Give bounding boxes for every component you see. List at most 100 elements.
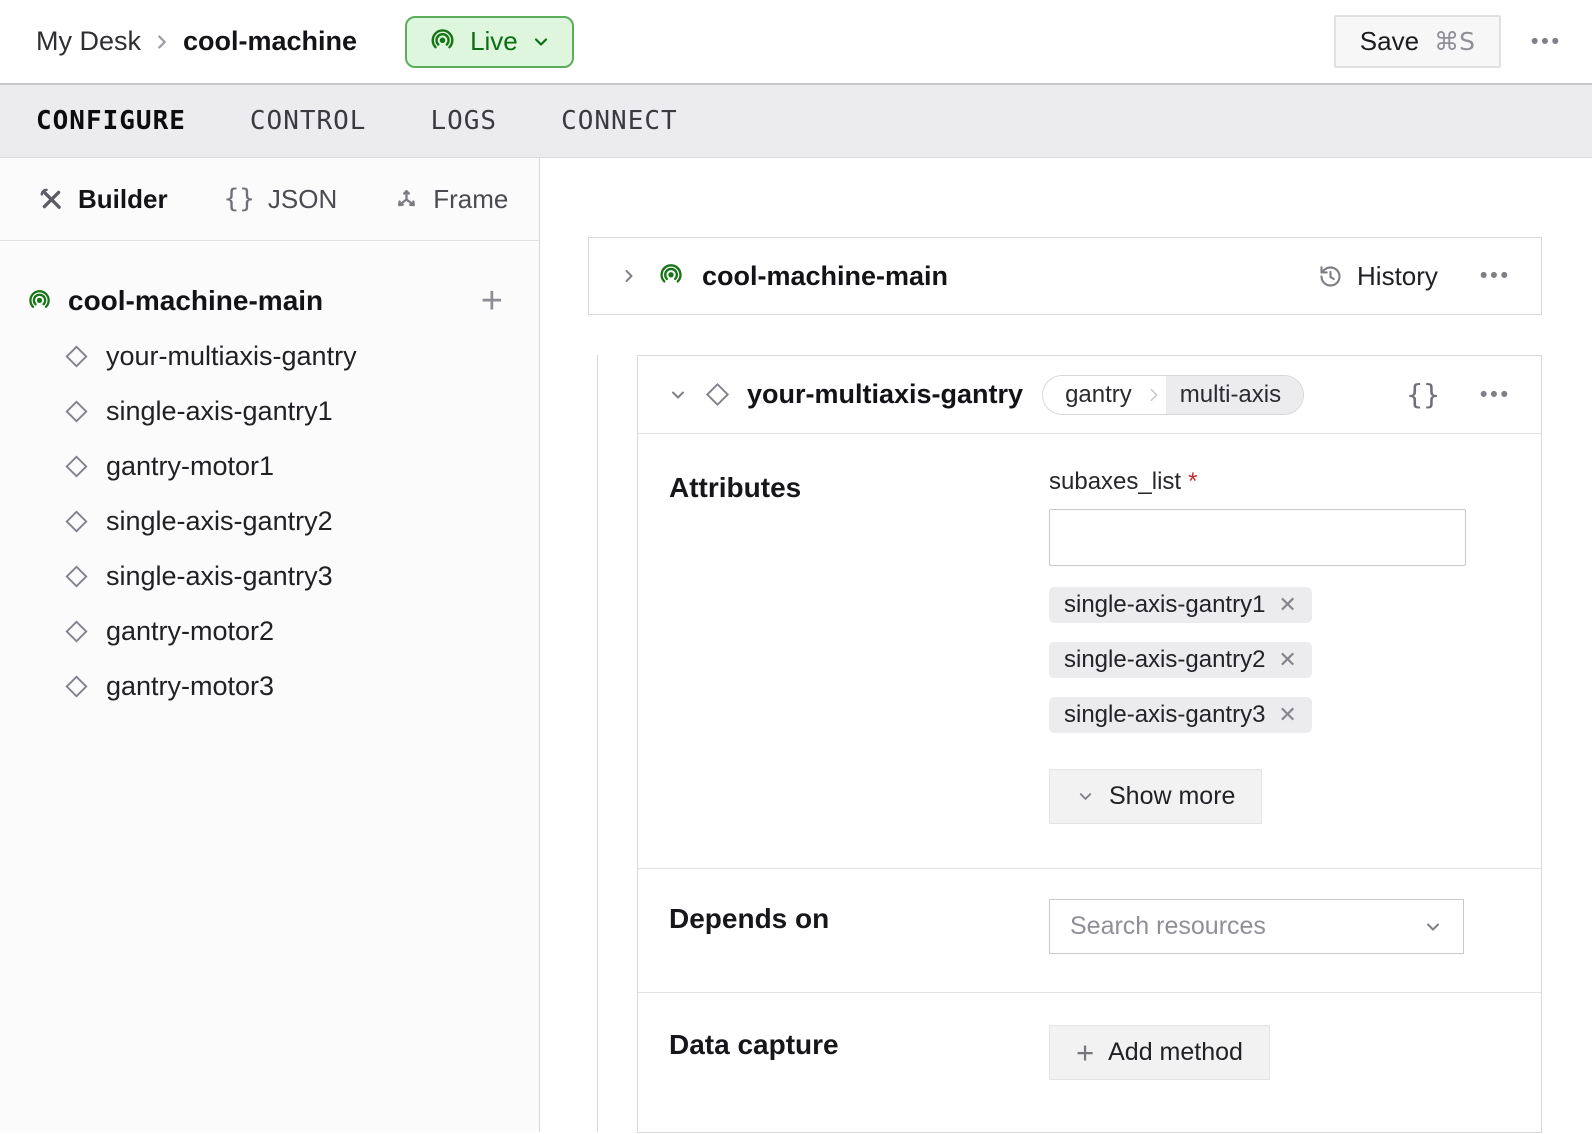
chevron-down-icon <box>1423 917 1443 937</box>
tree-root-part[interactable]: cool-machine-main + <box>0 273 539 329</box>
chip-label: single-axis-gantry3 <box>1064 701 1266 728</box>
live-status-badge[interactable]: Live <box>405 15 574 68</box>
mode-json-label: JSON <box>267 183 338 214</box>
diamond-icon <box>64 619 89 644</box>
mode-json[interactable]: {} JSON <box>224 184 338 215</box>
remove-chip-icon[interactable]: ✕ <box>1278 702 1297 727</box>
part-title: cool-machine-main <box>702 260 949 291</box>
depends-on-select[interactable]: Search resources <box>1049 899 1464 954</box>
frame-axes-icon <box>393 186 420 213</box>
tree-item-label: gantry-motor3 <box>106 671 275 701</box>
broadcast-icon <box>657 262 685 290</box>
history-label: History <box>1357 260 1438 291</box>
breadcrumb-chevron-icon <box>151 31 173 53</box>
code-braces-button[interactable]: {} <box>1406 378 1440 411</box>
save-shortcut: ⌘S <box>1434 27 1475 56</box>
add-method-button[interactable]: + Add method <box>1049 1025 1270 1080</box>
component-title: your-multiaxis-gantry <box>747 379 1024 409</box>
mode-builder-label: Builder <box>78 183 168 214</box>
chip-label: single-axis-gantry2 <box>1064 646 1266 673</box>
subaxes-chip-list: single-axis-gantry1 ✕ single-axis-gantry… <box>1049 587 1466 733</box>
tab-configure[interactable]: CONFIGURE <box>36 106 186 136</box>
chevron-down-icon[interactable] <box>668 385 688 405</box>
diamond-icon <box>64 344 89 369</box>
config-sidebar: Builder {} JSON Frame <box>0 158 540 1132</box>
main-tab-bar: CONFIGURE CONTROL LOGS CONNECT <box>0 83 1592 158</box>
chevron-down-icon <box>1076 787 1095 806</box>
tree-item-gantry-motor2[interactable]: gantry-motor2 <box>0 604 539 659</box>
attributes-section-label: Attributes <box>669 472 802 503</box>
tree-root-label: cool-machine-main <box>68 285 324 316</box>
diamond-icon <box>64 454 89 479</box>
chevron-down-icon <box>531 32 551 52</box>
tree-item-gantry-motor3[interactable]: gantry-motor3 <box>0 659 539 714</box>
mode-frame-label: Frame <box>433 183 509 214</box>
diamond-icon <box>64 399 89 424</box>
chip-label: single-axis-gantry1 <box>1064 591 1266 618</box>
tab-logs[interactable]: LOGS <box>430 106 498 136</box>
show-more-button[interactable]: Show more <box>1049 769 1263 824</box>
diamond-icon <box>64 564 89 589</box>
chip-single-axis-gantry2: single-axis-gantry2 ✕ <box>1049 642 1312 678</box>
component-more-menu-button[interactable]: ••• <box>1479 382 1511 406</box>
tab-connect[interactable]: CONNECT <box>561 106 678 136</box>
add-resource-button[interactable]: + <box>480 280 503 322</box>
depends-on-section: Depends on Search resources <box>638 868 1541 992</box>
broadcast-icon <box>428 27 457 56</box>
tree-item-single-axis-gantry1[interactable]: single-axis-gantry1 <box>0 384 539 439</box>
subaxes-field-label: subaxes_list* <box>1049 468 1466 496</box>
curly-braces-icon: {} <box>223 184 255 214</box>
diamond-icon <box>704 381 731 408</box>
history-button[interactable]: History <box>1317 261 1438 292</box>
tab-control[interactable]: CONTROL <box>249 106 367 136</box>
subaxes-input[interactable] <box>1049 509 1466 566</box>
part-group-rail <box>597 355 598 1132</box>
top-bar: My Desk cool-machine Live Save ⌘S ••• <box>0 0 1592 83</box>
remove-chip-icon[interactable]: ✕ <box>1278 647 1297 672</box>
tree-item-label: your-multiaxis-gantry <box>106 341 357 371</box>
part-more-menu-button[interactable]: ••• <box>1479 264 1511 287</box>
breadcrumb-machine-name: cool-machine <box>183 26 358 56</box>
mode-frame[interactable]: Frame <box>393 184 508 215</box>
save-button[interactable]: Save ⌘S <box>1333 15 1501 68</box>
view-mode-switcher: Builder {} JSON Frame <box>0 158 539 241</box>
component-card-header: your-multiaxis-gantry gantry multi-axis … <box>638 356 1541 434</box>
tools-icon <box>38 186 65 213</box>
component-card: your-multiaxis-gantry gantry multi-axis … <box>637 355 1542 1133</box>
tree-item-gantry-motor1[interactable]: gantry-motor1 <box>0 439 539 494</box>
breadcrumb-root-link[interactable]: My Desk <box>36 26 142 56</box>
tree-item-your-multiaxis-gantry[interactable]: your-multiaxis-gantry <box>0 329 539 384</box>
header-more-menu-button[interactable]: ••• <box>1530 29 1562 53</box>
remove-chip-icon[interactable]: ✕ <box>1278 592 1297 617</box>
add-method-label: Add method <box>1108 1038 1243 1066</box>
tag-model: multi-axis <box>1165 375 1304 414</box>
part-header-card: cool-machine-main History ••• <box>588 237 1542 315</box>
tree-item-single-axis-gantry2[interactable]: single-axis-gantry2 <box>0 494 539 549</box>
chevron-right-icon[interactable] <box>619 266 639 286</box>
chip-single-axis-gantry1: single-axis-gantry1 ✕ <box>1049 587 1312 623</box>
data-capture-section: Data capture + Add method <box>638 992 1541 1132</box>
tree-item-single-axis-gantry3[interactable]: single-axis-gantry3 <box>0 549 539 604</box>
component-type-tag: gantry multi-axis <box>1042 374 1305 415</box>
history-icon <box>1317 263 1344 290</box>
plus-icon: + <box>1076 1035 1095 1070</box>
tree-item-label: single-axis-gantry3 <box>106 561 333 591</box>
depends-on-placeholder: Search resources <box>1070 912 1266 940</box>
required-marker: * <box>1188 468 1198 495</box>
mode-builder[interactable]: Builder <box>38 184 168 215</box>
broadcast-icon <box>26 288 53 315</box>
tree-item-label: gantry-motor1 <box>106 451 275 481</box>
depends-on-label: Depends on <box>669 903 830 934</box>
chevron-right-icon <box>1141 375 1166 414</box>
tree-item-label: single-axis-gantry1 <box>106 396 333 426</box>
chip-single-axis-gantry3: single-axis-gantry3 ✕ <box>1049 697 1312 733</box>
save-label: Save <box>1359 26 1420 56</box>
tree-item-label: gantry-motor2 <box>106 616 275 646</box>
config-main-panel: cool-machine-main History ••• <box>540 158 1592 1133</box>
tree-item-label: single-axis-gantry2 <box>106 506 333 536</box>
show-more-label: Show more <box>1109 782 1236 810</box>
attributes-section: Attributes subaxes_list* single-axis-gan… <box>638 434 1541 868</box>
data-capture-label: Data capture <box>669 1029 839 1060</box>
field-name: subaxes_list <box>1049 468 1182 495</box>
live-label: Live <box>470 26 518 56</box>
